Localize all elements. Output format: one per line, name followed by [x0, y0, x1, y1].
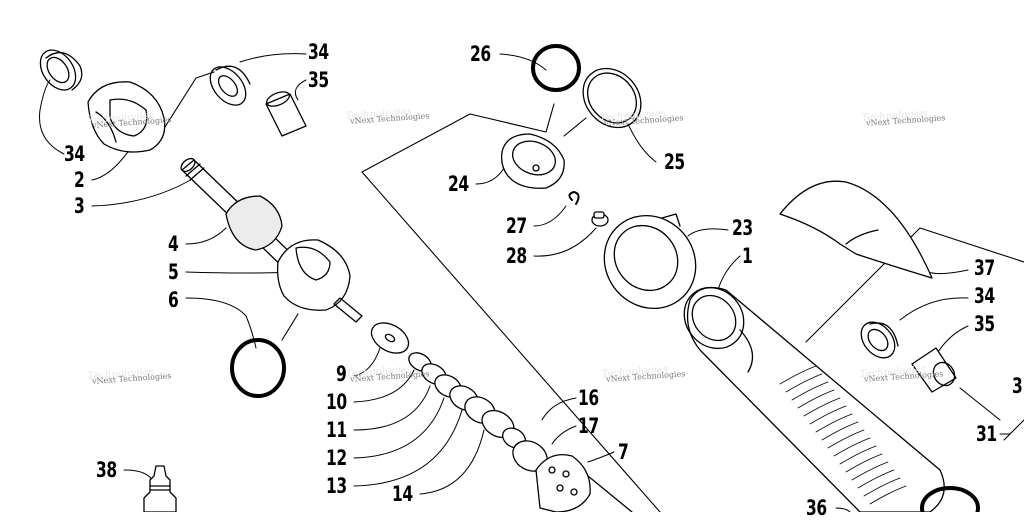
callout-23: 23 [732, 216, 753, 240]
washer-34-top [209, 65, 251, 106]
o-ring-26 [531, 44, 581, 92]
callout-1: 1 [742, 244, 753, 268]
leader-lines [39, 53, 1011, 512]
callout-9: 9 [336, 362, 347, 386]
callout-24: 24 [448, 172, 469, 196]
clip-27 [568, 191, 580, 205]
piston-7 [535, 453, 633, 512]
end-cap-24 [500, 133, 565, 189]
bottle-38 [143, 465, 177, 512]
callout-6: 6 [168, 288, 179, 312]
callout-17: 17 [578, 414, 599, 438]
callout-27: 27 [506, 214, 527, 238]
body-5 [276, 239, 363, 323]
callout-3: 3 [74, 194, 85, 218]
callout-13: 13 [326, 474, 347, 498]
callout-25: 25 [664, 150, 685, 174]
callout-37: 37 [974, 256, 995, 280]
callout-4: 4 [168, 232, 179, 256]
callout-38: 38 [96, 458, 117, 482]
guard-37 [779, 180, 933, 279]
bushing-34-right [860, 321, 899, 359]
callout-7: 7 [618, 440, 629, 464]
callout-34-right: 34 [974, 284, 995, 308]
damper-body-1 [683, 286, 945, 512]
shim-stack [370, 322, 548, 472]
bushing-34-left [39, 49, 83, 91]
callout-31: 31 [976, 422, 997, 446]
callout-35-top: 35 [308, 68, 329, 92]
callout-35-right: 35 [974, 312, 995, 336]
bumper-4 [225, 195, 283, 251]
callout-11: 11 [326, 418, 347, 442]
callout-10: 10 [326, 390, 347, 414]
callout-36: 36 [806, 496, 827, 520]
callout-34-top-right: 34 [308, 40, 329, 64]
callout-5: 5 [168, 260, 179, 284]
spring-coils [779, 365, 907, 505]
sleeve-35-top [265, 91, 307, 137]
o-ring-6 [230, 338, 286, 398]
collar-23 [603, 213, 697, 310]
callout-3-partial: 3 [1012, 374, 1023, 398]
valve-28 [591, 211, 609, 227]
callout-2: 2 [74, 168, 85, 192]
callout-26: 26 [470, 42, 491, 66]
o-ring-bottom-right [920, 486, 980, 512]
callout-12: 12 [326, 446, 347, 470]
callout-34-left: 34 [64, 142, 85, 166]
callout-28: 28 [506, 244, 527, 268]
callout-16: 16 [578, 386, 599, 410]
callout-14: 14 [392, 482, 413, 506]
